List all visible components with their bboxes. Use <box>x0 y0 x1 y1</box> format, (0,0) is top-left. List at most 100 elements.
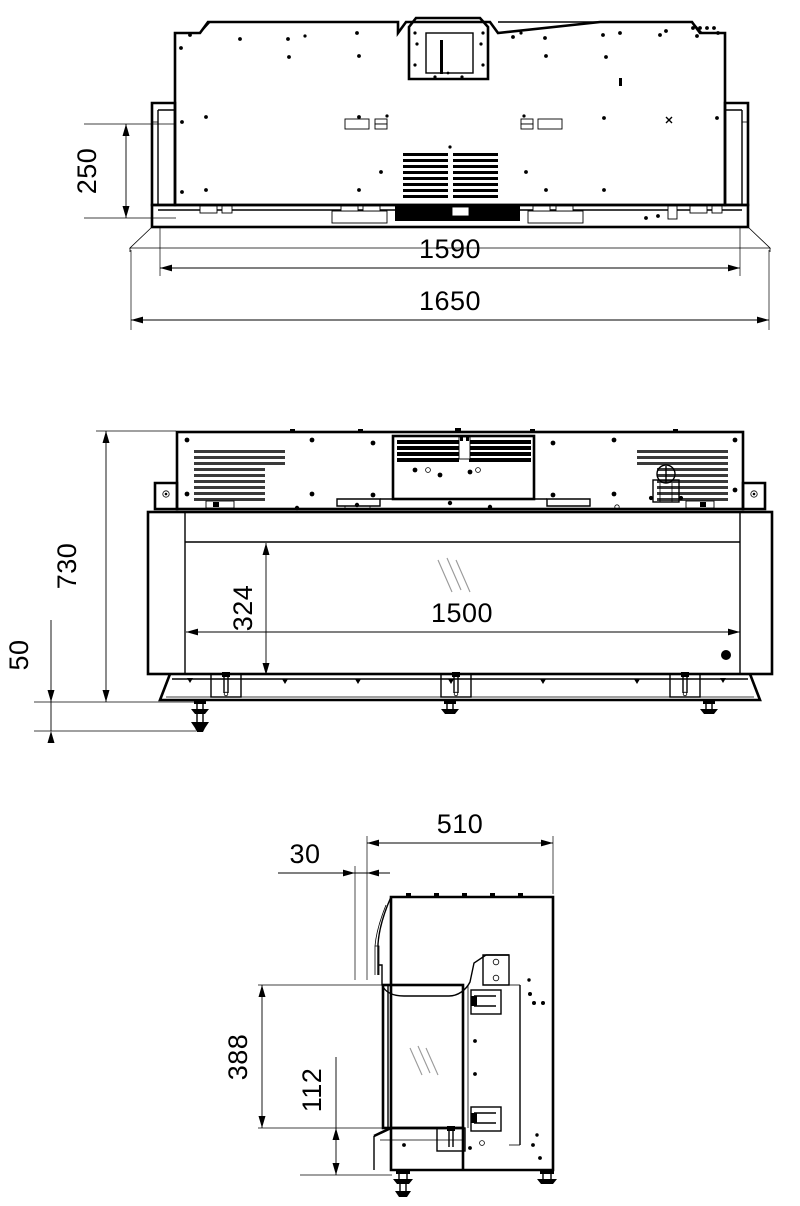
dim-50-arrow-bottom <box>47 731 55 743</box>
side-view-top-nubs <box>406 893 523 898</box>
front-view-hood-dot-1 <box>412 467 418 473</box>
top-view-rail-tab-j <box>711 205 723 214</box>
top-view-rail-dot-1 <box>414 216 418 220</box>
top-view-flue-screw-8 <box>460 75 464 79</box>
top-view-flue-screw-7 <box>433 75 437 79</box>
top-view-flue-screw-3 <box>413 31 417 35</box>
side-view-upper-bracket-hole-1 <box>492 958 500 966</box>
front-view-glass-reflection-icon <box>437 557 471 593</box>
dim-1650-arrow-right <box>757 316 769 324</box>
side-view-foot-front <box>393 1170 413 1197</box>
front-view-leg-bracket-right <box>669 672 701 698</box>
dim-label-250: 250 <box>72 148 102 195</box>
front-view-knob-housing-detail <box>659 483 673 502</box>
dim-label-1500: 1500 <box>431 598 493 628</box>
side-view-glass-reflection-icon <box>409 1045 439 1076</box>
front-view-right-grille <box>637 450 728 501</box>
top-view-slot-marker <box>619 78 622 86</box>
side-view <box>373 893 557 1197</box>
front-view-left-grille <box>194 450 285 501</box>
top-view-knockout-right-small-b <box>520 123 534 130</box>
dim-30-arrow-left <box>367 869 379 877</box>
top-view-cross-marker <box>665 116 673 124</box>
top-view-flue-collar <box>407 16 490 81</box>
top-view-rail-tab-a <box>331 210 388 224</box>
dim-30-arrow-right <box>343 869 355 877</box>
front-view-glass-latch <box>721 650 731 660</box>
top-view-rail-bracket <box>667 205 678 220</box>
front-view-left-corner-bracket <box>153 481 179 511</box>
top-view-rail-dot-6 <box>656 214 660 218</box>
top-view-knockout-left-small-a <box>374 118 388 125</box>
side-view-foot-rear <box>537 1170 557 1184</box>
top-view-rail-tab-b <box>527 210 584 224</box>
top-view-flue-screw-6 <box>481 63 485 67</box>
front-view-plinth <box>158 673 762 702</box>
dim-label-388: 388 <box>223 1034 253 1081</box>
top-view-fastener-dots <box>179 26 720 194</box>
front-view-center-hood <box>391 434 536 501</box>
top-view-grille-screw <box>448 145 452 149</box>
top-view-flue-screw-9 <box>446 71 450 75</box>
front-view-foot-center <box>441 700 459 714</box>
front-view-dimensions: 730 50 324 1500 <box>4 430 740 743</box>
top-view-grille <box>403 153 498 198</box>
top-view-rail-dot-5 <box>644 216 648 220</box>
front-view-foot-extended-left <box>191 714 209 732</box>
dim-730-arrow-top <box>102 431 110 443</box>
top-view-rail-tab-e <box>340 205 359 212</box>
dim-250-arrow-top <box>122 124 130 136</box>
top-view-rail-tab-g <box>532 205 551 212</box>
top-view-flue-screw-4 <box>481 31 485 35</box>
dim-510-arrow-right <box>541 839 553 847</box>
front-view-center-grille <box>397 436 531 462</box>
top-view-rail-tab-i <box>689 205 708 214</box>
top-view-flue-opening <box>425 32 474 74</box>
side-view-mid-bracket-upper <box>470 989 502 1015</box>
dim-324-arrow-top <box>262 543 270 555</box>
top-view-rail-tab-c <box>199 205 218 214</box>
top-view-outer-frame <box>129 226 771 249</box>
top-view-top-edge <box>175 21 725 34</box>
top-view-left-bracket <box>150 101 177 207</box>
dim-label-730: 730 <box>52 543 82 590</box>
top-view-outer-frame-bottom <box>129 248 771 252</box>
top-view-rail-dot-2 <box>442 217 446 221</box>
side-view-baffle-profile <box>379 954 509 997</box>
top-view <box>129 16 771 252</box>
top-view-rail-tab-h <box>555 205 574 212</box>
top-view-knockout-right-small-a <box>520 118 534 125</box>
dim-112-arrow-top <box>332 1128 340 1140</box>
front-view-plate-left <box>336 498 381 507</box>
front-view-top-dots <box>290 428 678 433</box>
front-view-knob-dot-l <box>648 495 654 501</box>
dim-388-arrow-top <box>258 985 266 997</box>
dim-label-30: 30 <box>289 839 320 869</box>
front-view-knob-housing <box>652 479 680 503</box>
side-view-upper-bracket-hole-2 <box>492 974 500 982</box>
front-view-leg-bracket-left <box>210 672 242 698</box>
dim-1590-arrow-right <box>728 264 740 272</box>
side-view-leg-bracket <box>436 1126 466 1152</box>
top-view-rail-dot-4 <box>492 216 496 220</box>
front-view-small-plate-left-mark <box>213 502 219 507</box>
front-view-small-plate-left <box>205 500 235 509</box>
top-view-flue-damper-blade <box>440 40 443 74</box>
top-view-right-bracket <box>723 101 750 207</box>
top-view-knockout-left-small-b <box>374 123 388 130</box>
top-view-knockout-left-large <box>344 118 370 130</box>
side-view-base-pan <box>373 1126 465 1170</box>
front-view-foot-right <box>700 700 718 714</box>
front-view-right-bracket-hole-dot <box>752 492 756 496</box>
front-view-left-bracket-hole <box>162 490 170 498</box>
dim-label-510: 510 <box>437 809 484 839</box>
top-view-right-bracket-inner <box>725 109 743 205</box>
dim-324-arrow-bottom <box>262 663 270 675</box>
top-view-rail-dot-3 <box>470 216 474 220</box>
top-view-rail-tab-d <box>221 205 233 214</box>
side-view-dimensions: 510 30 388 112 <box>223 809 554 1176</box>
top-view-dimensions: 250 1590 1650 <box>72 123 770 330</box>
side-view-fastener-dots <box>402 978 545 1160</box>
